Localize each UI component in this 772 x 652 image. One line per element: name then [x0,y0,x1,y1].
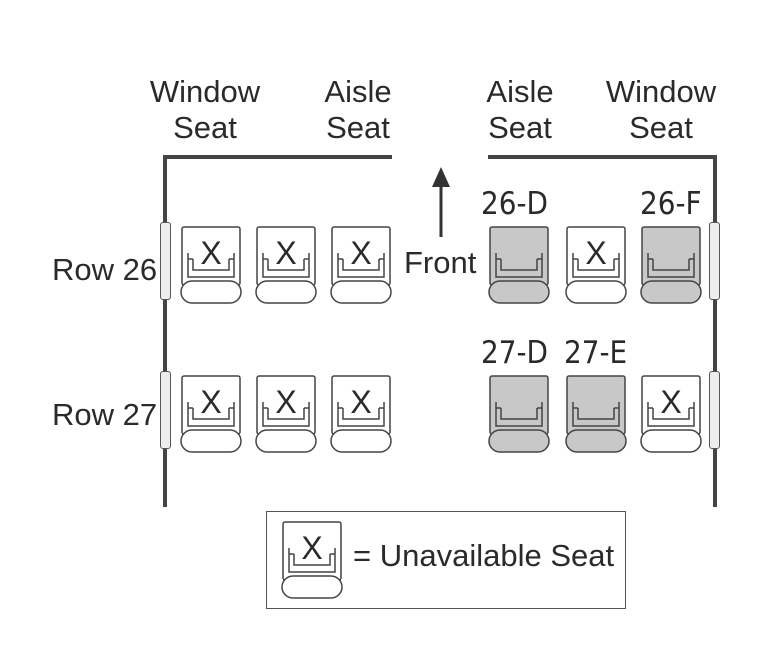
seat-27-C: X [329,374,393,454]
legend-text: = Unavailable Seat [353,538,615,573]
header-right-aisle: Aisle Seat [470,74,570,146]
seat-mark: X [350,384,371,420]
seat-mark: X [275,235,296,271]
header-right-window-line2: Seat [629,110,693,145]
header-left-window-line2: Seat [173,110,237,145]
right-top-wall [488,155,717,159]
seat-26-C: X [329,225,393,305]
seat-27-A: X [179,374,243,454]
seat-mark: X [275,384,296,420]
seat-label-27-D: 27-D [481,335,549,371]
left-top-wall [163,155,392,159]
header-left-aisle-line1: Aisle [324,74,392,109]
header-right-window-line1: Window [605,74,717,109]
row-label-26: Row 26 [52,252,158,287]
seat-26-D[interactable] [487,225,551,305]
seat-mark: X [585,235,606,271]
seat-27-B: X [254,374,318,454]
header-left-aisle-line2: Seat [326,110,390,145]
header-left-aisle: Aisle Seat [308,74,408,146]
header-right-aisle-line2: Seat [488,110,552,145]
window-left-row27 [160,371,171,449]
left-side-wall [163,155,167,507]
window-right-row26 [709,222,720,300]
header-left-window: Window Seat [140,74,270,146]
legend [266,511,626,609]
window-left-row26 [160,222,171,300]
seat-26-F[interactable] [639,225,703,305]
seat-label-27-E: 27-E [564,335,628,371]
seat-mark: X [350,235,371,271]
seat-mark: X [660,384,681,420]
front-arrow-icon [432,167,450,237]
front-label: Front [404,245,477,280]
legend-seat-icon: X [280,520,344,600]
seat-27-D[interactable] [487,374,551,454]
seat-26-B: X [254,225,318,305]
header-right-window: Window Seat [596,74,726,146]
window-right-row27 [709,371,720,449]
seat-26-E: X [564,225,628,305]
seat-mark: X [200,384,221,420]
seat-27-F: X [639,374,703,454]
seat-mark: X [301,530,322,566]
seat-label-26-D: 26-D [481,186,549,222]
seat-27-E[interactable] [564,374,628,454]
row-label-27: Row 27 [52,397,158,432]
header-left-window-line1: Window [149,74,261,109]
seat-mark: X [200,235,221,271]
right-side-wall [713,155,717,507]
seat-label-26-F: 26-F [640,186,702,222]
header-right-aisle-line1: Aisle [486,74,554,109]
seat-26-A: X [179,225,243,305]
